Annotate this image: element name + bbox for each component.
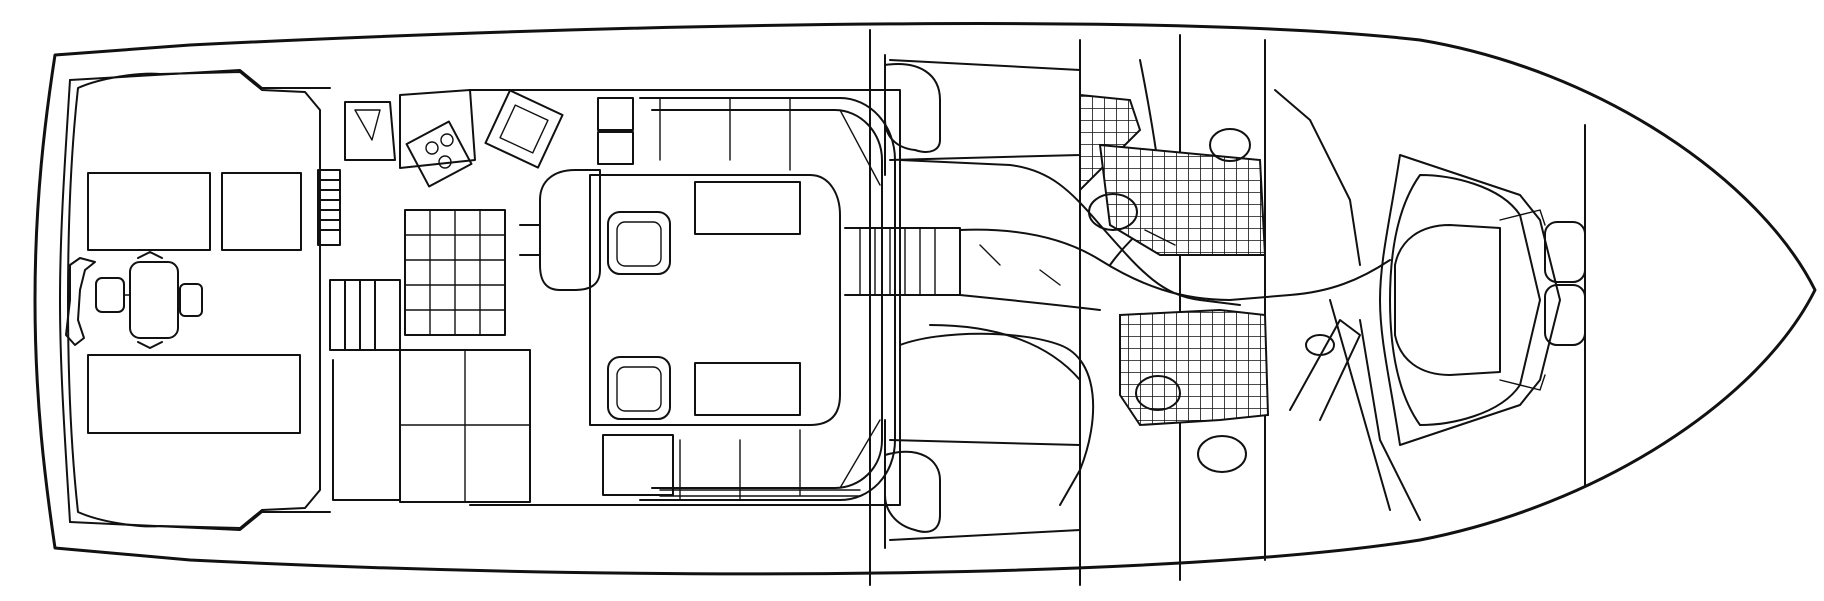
stove <box>405 120 473 188</box>
salon-chair-2 <box>607 356 671 420</box>
cockpit-hatch-3 <box>87 354 301 434</box>
v-berth <box>1379 124 1586 486</box>
cockpit <box>65 71 321 529</box>
hull-outline <box>33 22 1817 576</box>
fighting-chair <box>65 251 203 349</box>
cockpit-hatch-1 <box>87 172 211 251</box>
passageway <box>959 228 1421 521</box>
galley <box>399 89 564 503</box>
galley-sink <box>484 89 564 169</box>
cockpit-hatch-2 <box>221 172 302 251</box>
head-forward <box>1079 93 1267 256</box>
salon-chair-1 <box>607 211 671 275</box>
toilet-3 <box>1135 375 1181 411</box>
toilet-2 <box>1088 193 1138 231</box>
salon <box>469 89 901 506</box>
forward-cabins <box>884 34 1361 586</box>
companionway-stairs <box>844 29 961 586</box>
head-aft <box>1119 308 1335 473</box>
toilet-1 <box>1209 128 1251 162</box>
toilet-4 <box>1197 435 1247 473</box>
salon-entry <box>317 101 401 501</box>
